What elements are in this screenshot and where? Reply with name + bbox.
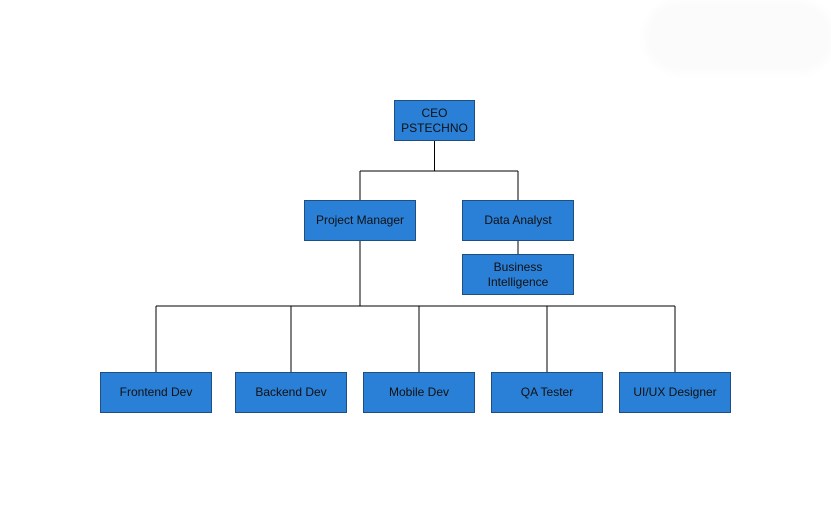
watermark-logo [650, 6, 828, 68]
node-business-intelligence: Business Intelligence [462, 254, 574, 295]
node-frontend-dev: Frontend Dev [100, 372, 212, 413]
node-qa-tester: QA Tester [491, 372, 603, 413]
node-mobile-dev: Mobile Dev [363, 372, 475, 413]
node-uiux-designer: UI/UX Designer [619, 372, 731, 413]
node-project-manager: Project Manager [304, 200, 416, 241]
node-ceo: CEO PSTECHNO [394, 100, 475, 141]
node-backend-dev: Backend Dev [235, 372, 347, 413]
node-data-analyst: Data Analyst [462, 200, 574, 241]
